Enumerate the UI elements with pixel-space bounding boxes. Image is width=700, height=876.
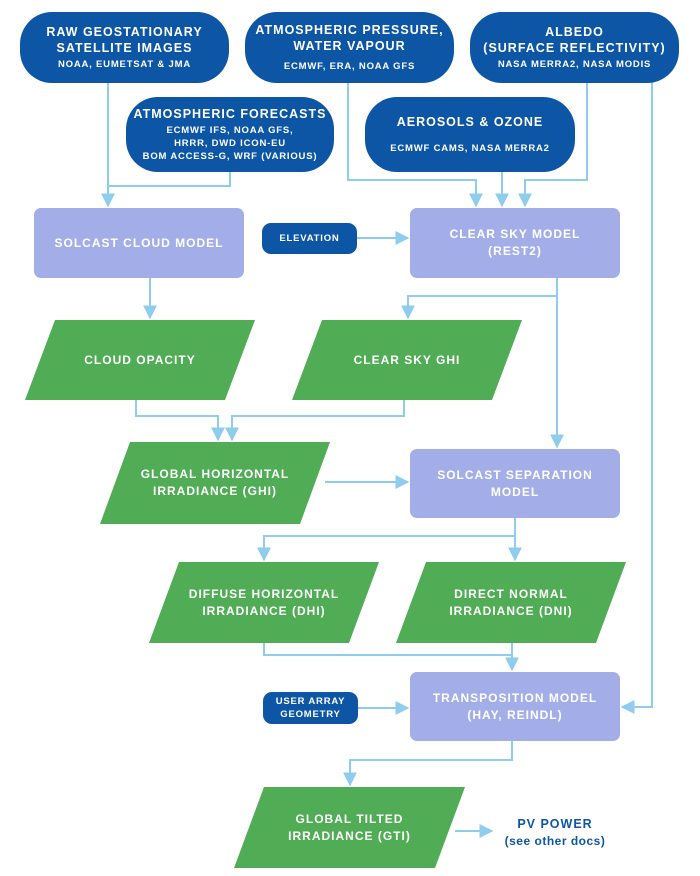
connector-opacity-to-ghi [135,400,225,442]
connector-dhi-to-transposition [263,642,512,656]
atmospheric-forecasts-sub-3: BOM ACCESS-G, WRF (VARIOUS) [142,151,318,162]
atmospheric-forecasts-sub-2: HRRR, DWD ICON-EU [174,138,286,149]
aerosols-ozone-title: AEROSOLS & OZONE [396,115,544,129]
cloud-opacity-label: CLOUD OPACITY [84,352,196,367]
connector-albedo-to-transposition [620,82,653,714]
clear-sky-ghi-label: CLEAR SKY GHI [353,352,461,367]
user-array-label-2: GEOMETRY [280,709,341,720]
cloud-opacity-node: CLOUD OPACITY [25,320,255,400]
clear-sky-ghi-shape [292,320,522,400]
dni-label-1: DIRECT NORMAL [454,586,568,601]
clear-sky-ghi-node: CLEAR SKY GHI [292,320,522,400]
user-array-label-1: USER ARRAY [275,696,346,707]
dni-shape [396,562,626,643]
separation-model-node: SOLCAST SEPARATION MODEL [410,449,620,518]
connector-pressure-to-clear-sky [347,82,483,208]
raw-geostationary-node: RAW GEOSTATIONARY SATELLITE IMAGES NOAA,… [20,12,229,83]
elevation-label: ELEVATION [279,233,340,244]
albedo-node: ALBEDO (SURFACE REFLECTIVITY) NASA MERRA… [470,12,679,83]
elevation-node: ELEVATION [262,223,357,254]
separation-model-label-2: MODEL [490,484,540,499]
ghi-label-2: IRRADIANCE (GHI) [153,484,277,498]
cloud-model-label: SOLCAST CLOUD MODEL [54,235,224,250]
transposition-model-label-1: TRANSPOSITION MODEL [432,690,598,705]
connector-clear-sky-to-ghi [401,278,558,320]
connector-transposition-to-gti [343,741,513,787]
dhi-shape [149,562,379,643]
separation-model-label-1: SOLCAST SEPARATION [437,467,593,482]
cloud-model-node: SOLCAST CLOUD MODEL [34,208,244,278]
connector-forecasts-to-cloud-model [108,171,231,187]
raw-geostationary-title-1: RAW GEOSTATIONARY [46,25,203,39]
ghi-node: GLOBAL HORIZONTAL IRRADIANCE (GHI) [100,442,330,524]
gti-label-1: GLOBAL TILTED [295,811,404,826]
connector-clear-ghi-to-ghi [225,400,405,442]
raw-geostationary-sub: NOAA, EUMETSAT & JMA [58,59,191,70]
ghi-shape [100,442,330,524]
transposition-model-label-2: (HAY, REINDL) [467,707,563,722]
albedo-title-1: ALBEDO [545,25,604,39]
clear-sky-model-label-1: CLEAR SKY MODEL [449,227,581,241]
dhi-label-1: DIFFUSE HORIZONTAL [188,586,340,601]
dni-node: DIRECT NORMAL IRRADIANCE (DNI) [396,562,626,643]
dhi-label-2: IRRADIANCE (DHI) [202,603,326,618]
transposition-model-node: TRANSPOSITION MODEL (HAY, REINDL) [410,672,620,741]
atmospheric-pressure-sub: ECMWF, ERA, NOAA GFS [283,61,416,72]
gti-label-2: IRRADIANCE (GTI) [288,828,411,843]
albedo-sub: NASA MERRA2, NASA MODIS [497,59,652,70]
connector-separation-to-dhi [257,518,516,562]
user-array-geometry-node: USER ARRAY GEOMETRY [263,692,358,724]
pv-power-title: PV POWER [517,817,593,831]
cloud-opacity-shape [25,320,255,400]
pv-power-label: PV POWER (see other docs) [490,816,620,850]
atmospheric-pressure-title-2: WATER VAPOUR [293,39,406,53]
gti-node: GLOBAL TILTED IRRADIANCE (GTI) [234,787,465,868]
dhi-node: DIFFUSE HORIZONTAL IRRADIANCE (DHI) [149,562,379,643]
aerosols-ozone-sub: ECMWF CAMS, NASA MERRA2 [390,143,550,154]
ghi-label-1: GLOBAL HORIZONTAL [140,467,290,481]
pv-power-note: (see other docs) [504,834,606,848]
atmospheric-pressure-node: ATMOSPHERIC PRESSURE, WATER VAPOUR ECMWF… [245,12,454,83]
atmospheric-forecasts-title: ATMOSPHERIC FORECASTS [133,107,327,121]
connector-albedo-to-clear-sky [518,82,588,208]
aerosols-ozone-node: AEROSOLS & OZONE ECMWF CAMS, NASA MERRA2 [365,97,575,172]
clear-sky-model-node: CLEAR SKY MODEL (REST2) [410,208,620,278]
gti-shape [234,787,465,868]
albedo-title-2: (SURFACE REFLECTIVITY) [483,41,666,55]
clear-sky-model-label-2: (REST2) [488,244,542,258]
atmospheric-forecasts-node: ATMOSPHERIC FORECASTS ECMWF IFS, NOAA GF… [126,97,334,172]
atmospheric-pressure-title-1: ATMOSPHERIC PRESSURE, [255,23,444,37]
raw-geostationary-title-2: SATELLITE IMAGES [56,41,193,55]
dni-label-2: IRRADIANCE (DNI) [449,603,573,618]
atmospheric-forecasts-sub-1: ECMWF IFS, NOAA GFS, [166,125,294,136]
